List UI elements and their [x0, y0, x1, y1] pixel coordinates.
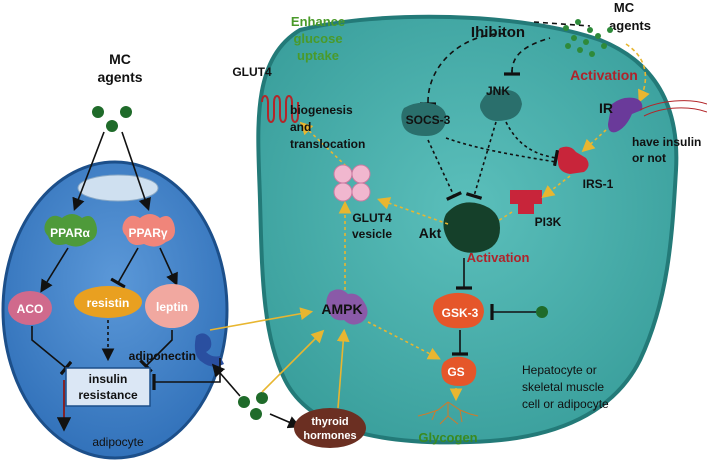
- middle-mc-dots: [238, 392, 268, 420]
- enhance-line3: uptake: [297, 48, 339, 63]
- ppara-label: PPARα: [50, 226, 90, 240]
- glut4-vesicle-line2: vesicle: [352, 227, 392, 241]
- activation-mid-label: Activation: [467, 250, 530, 265]
- insulin-resistance-line2: resistance: [78, 388, 138, 402]
- resistin-node: [74, 286, 142, 318]
- adipocyte-label: adipocyte: [92, 435, 144, 449]
- jnk-label: JNK: [486, 84, 510, 98]
- cell-type-line1: Hepatocyte or: [522, 363, 597, 377]
- adiponectin-label: adiponectin: [129, 349, 196, 363]
- gs-icon: [441, 356, 477, 386]
- aco-node: [8, 291, 52, 325]
- jnk-icon: [480, 89, 522, 121]
- thyroid-hormones-node: [294, 408, 366, 448]
- leptin-node: [145, 284, 199, 328]
- biogenesis-line2: and: [290, 120, 311, 134]
- right-mc-dots: [563, 19, 613, 57]
- irs1-icon: [557, 146, 589, 174]
- socs3-label: SOCS-3: [406, 113, 451, 127]
- pi3k-label: PI3K: [535, 215, 562, 229]
- glut4-vesicle-line1: GLUT4: [352, 211, 392, 225]
- cell-type-line2: skeletal muscle: [522, 380, 604, 394]
- right-mc-agents-line1: MC: [614, 0, 635, 15]
- activation-top-label: Activation: [570, 67, 638, 83]
- left-mc-dots: [92, 106, 132, 132]
- thyroid-line1: thyroid: [311, 416, 348, 428]
- enhance-line2: glucose: [293, 31, 342, 46]
- have-insulin-line2: or not: [632, 151, 666, 165]
- left-mc-agents-line2: agents: [97, 69, 142, 85]
- resistin-label: resistin: [87, 296, 130, 310]
- pparg-receptor: [122, 214, 175, 247]
- ir-label: IR: [599, 100, 613, 116]
- insulin-resistance-line1: insulin: [89, 372, 128, 386]
- ampk-icon: [326, 289, 368, 325]
- lipid-droplet: [77, 174, 159, 202]
- inhibitor-dot: [536, 306, 548, 318]
- glut4-vesicle-icon: [333, 164, 371, 202]
- right-mc-agents-line2: agents: [609, 18, 651, 33]
- insulin-resistance-box: [65, 367, 151, 407]
- pi3k-icon: [510, 190, 542, 214]
- glut4-transporter-icon: [261, 95, 299, 123]
- irs1-label: IRS-1: [583, 177, 614, 191]
- akt-label: Akt: [419, 225, 442, 241]
- cell-type-line3: cell or adipocyte: [522, 397, 609, 411]
- leptin-label: leptin: [156, 300, 188, 314]
- biogenesis-line1: biogenesis: [290, 103, 353, 117]
- have-insulin-line1: have insulin: [632, 135, 701, 149]
- adiponectin-icon: [194, 333, 224, 367]
- ppara-receptor: [44, 214, 97, 247]
- left-mc-agents-line1: MC: [109, 51, 131, 67]
- ampk-label: AMPK: [321, 301, 362, 317]
- aco-label: ACO: [17, 302, 44, 316]
- socs3-icon: [401, 102, 447, 136]
- biogenesis-line3: translocation: [290, 137, 365, 151]
- thyroid-line2: hormones: [303, 430, 356, 442]
- gs-label: GS: [447, 365, 464, 379]
- inhibition-label: Ihibiton: [471, 24, 525, 41]
- pparg-label: PPARγ: [128, 226, 167, 240]
- glycogen-icon: [417, 401, 479, 425]
- glycogen-label: Glycogen: [418, 430, 477, 445]
- gsk3-label: GSK-3: [442, 306, 479, 320]
- glut4-label: GLUT4: [232, 65, 272, 79]
- gsk3-icon: [433, 292, 484, 329]
- enhance-line1: Enhance: [291, 14, 345, 29]
- akt-icon: [443, 202, 500, 253]
- ir-receptor-icon: [608, 97, 643, 133]
